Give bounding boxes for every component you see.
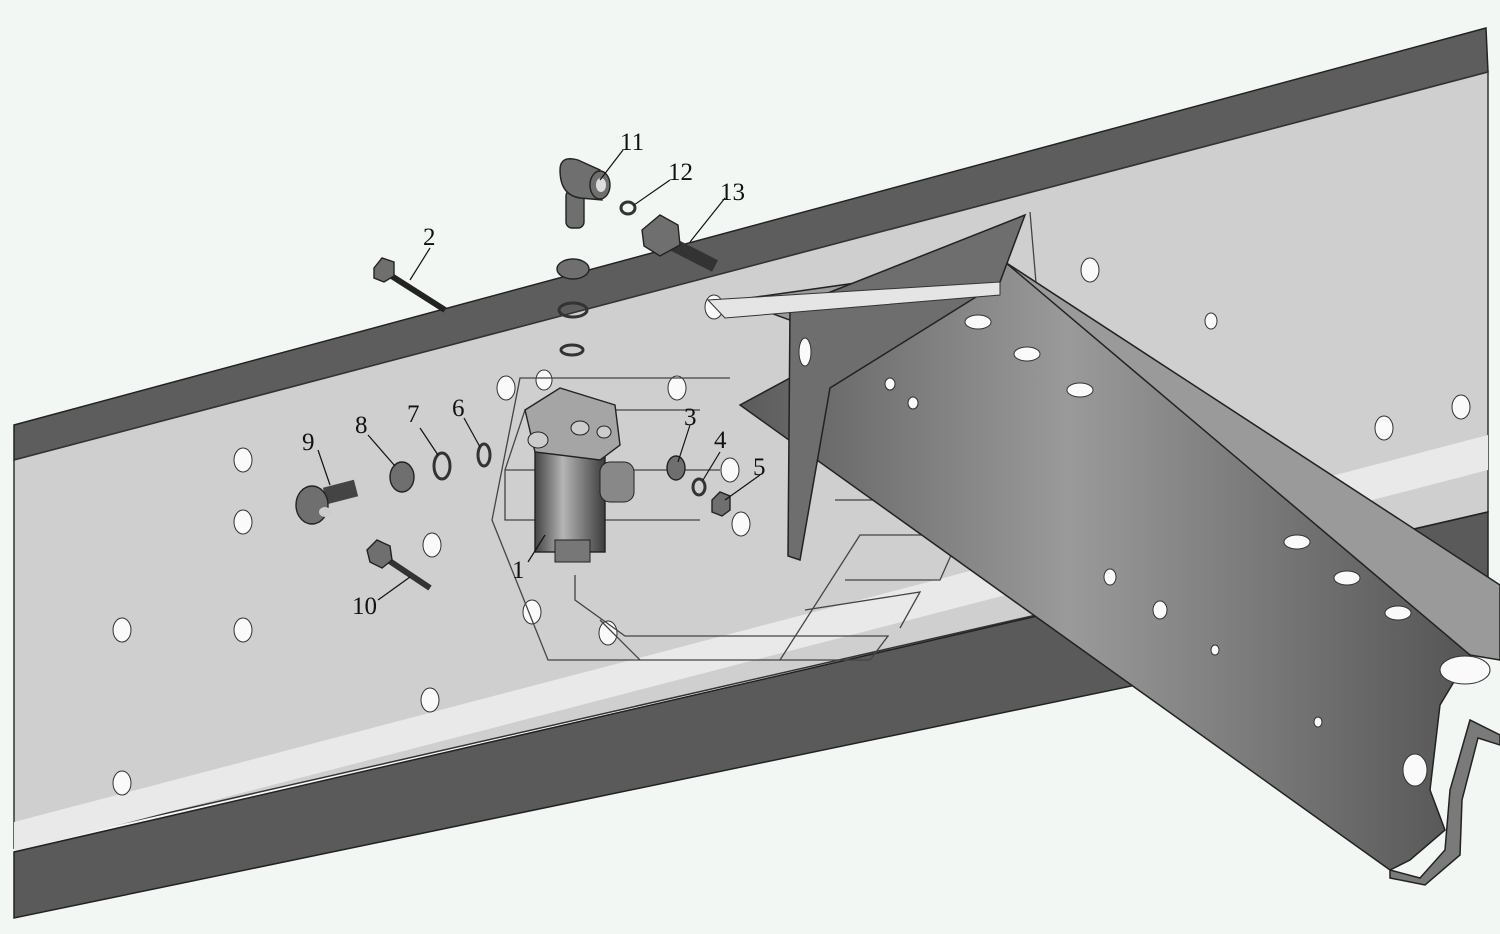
frame-hole xyxy=(1451,394,1471,420)
leader-line xyxy=(367,434,396,467)
washer-3 xyxy=(666,455,686,481)
washer-top xyxy=(557,301,589,319)
crossmember-hole xyxy=(1013,346,1041,362)
label-2: 2 xyxy=(423,224,436,251)
frame-hole xyxy=(112,770,132,796)
washer-small xyxy=(559,343,585,357)
frame-hole xyxy=(535,369,553,391)
crossmember-hole xyxy=(1283,534,1311,550)
leader-line xyxy=(419,427,439,456)
parts xyxy=(295,158,731,591)
top-fittings xyxy=(556,258,590,357)
label-8: 8 xyxy=(355,412,368,439)
frame-hole xyxy=(598,620,618,646)
label-11: 11 xyxy=(620,129,644,156)
label-12: 12 xyxy=(668,159,693,186)
crossmember-hole xyxy=(884,377,896,391)
ring-6 xyxy=(476,442,492,468)
frame-hole xyxy=(233,617,253,643)
leader-line xyxy=(317,449,331,486)
crossmember-hole xyxy=(1333,570,1361,586)
frame-hole xyxy=(233,447,253,473)
frame-hole xyxy=(112,617,132,643)
frame-hole xyxy=(1374,415,1394,441)
leader-line xyxy=(689,197,726,243)
label-4: 4 xyxy=(714,427,727,454)
leader-line xyxy=(409,247,431,281)
nut-top xyxy=(556,258,590,280)
leader-line xyxy=(677,424,691,463)
crossmember-hole xyxy=(1066,382,1094,398)
crossmember-hole xyxy=(1313,716,1323,728)
nut-5 xyxy=(711,491,731,517)
leader-line xyxy=(724,474,761,501)
crossmember-hole xyxy=(1402,753,1428,787)
elbow-fitting-11 xyxy=(559,158,611,229)
frame-hole xyxy=(1080,257,1100,283)
ring-4 xyxy=(691,477,707,497)
nut-8 xyxy=(389,461,415,493)
crossmember-hole xyxy=(798,337,812,367)
crossmember-web xyxy=(738,261,1471,871)
ring-12 xyxy=(619,200,637,216)
crossmember-hole xyxy=(1210,644,1220,656)
crossmember-edge-highlight xyxy=(706,281,1001,319)
crossmember-hole xyxy=(964,314,992,330)
valve-1 xyxy=(524,387,635,563)
ring-7 xyxy=(432,451,452,481)
frame-hole xyxy=(233,509,253,535)
crossmember-hole xyxy=(907,396,919,410)
frame-hole xyxy=(667,375,687,401)
leader-line xyxy=(702,451,721,481)
crossmember-hole xyxy=(1152,600,1168,620)
bolt-10 xyxy=(366,539,432,591)
crossmember-hole xyxy=(1384,605,1412,621)
elbow-fitting-9 xyxy=(295,479,359,525)
label-5: 5 xyxy=(753,454,766,481)
leader-line xyxy=(599,149,624,181)
leader-line xyxy=(527,534,546,563)
frame-hole xyxy=(1204,312,1218,330)
bolt-2 xyxy=(373,257,447,313)
crossmember-holes xyxy=(798,314,1491,787)
crossmember-bottom-lip xyxy=(1389,718,1500,886)
frame-hole xyxy=(422,532,442,558)
fitting-13 xyxy=(641,214,718,272)
frame-hole xyxy=(420,687,440,713)
leader-lines xyxy=(317,149,761,601)
frame-hole xyxy=(496,375,516,401)
frame-hole xyxy=(522,599,542,625)
leader-line xyxy=(377,576,411,601)
crossmember xyxy=(706,213,1500,886)
crossmember-hole xyxy=(1439,655,1491,685)
label-7: 7 xyxy=(407,401,420,428)
label-10: 10 xyxy=(352,593,377,620)
frame-hole xyxy=(720,457,740,483)
label-9: 9 xyxy=(302,429,315,456)
label-13: 13 xyxy=(720,179,745,206)
label-3: 3 xyxy=(684,404,697,431)
part-labels: 1 2 3 4 5 6 7 8 9 10 11 12 13 xyxy=(302,129,766,620)
frame-hole xyxy=(731,511,751,537)
label-1: 1 xyxy=(512,557,525,584)
label-6: 6 xyxy=(452,395,465,422)
leader-line xyxy=(463,417,481,448)
crossmember-hole xyxy=(1103,568,1117,586)
leader-line xyxy=(633,179,671,206)
